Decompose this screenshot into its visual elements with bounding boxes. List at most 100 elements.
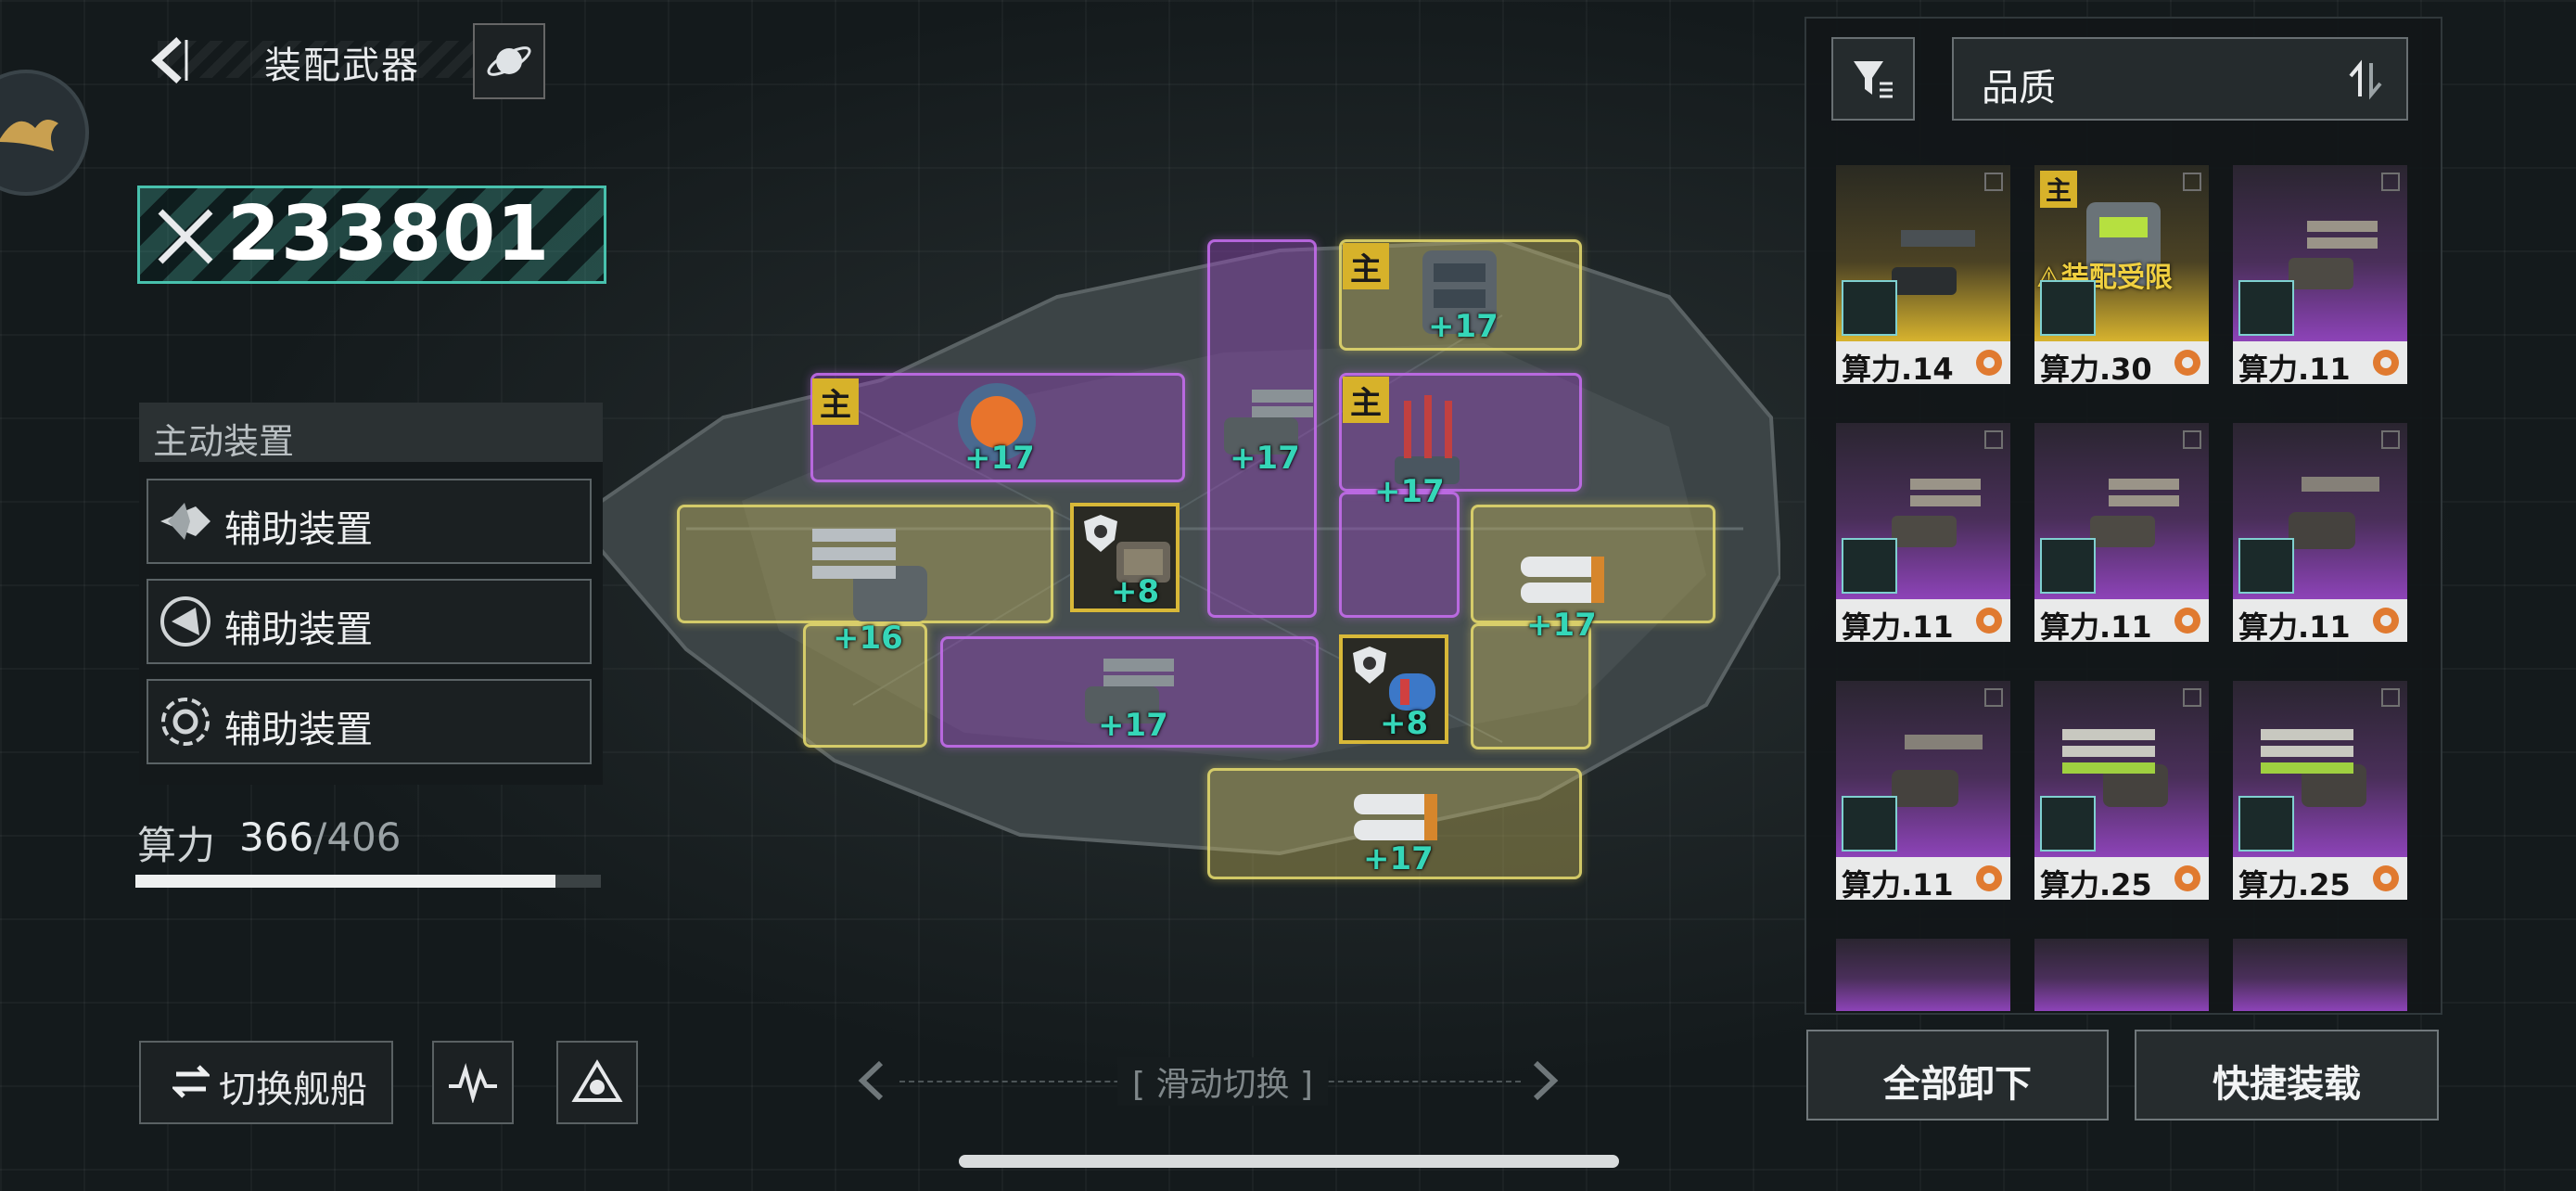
card-select-box (2183, 430, 2201, 449)
weapon-card-cost: 算力.11 (2238, 352, 2351, 387)
filter-button[interactable] (1831, 37, 1915, 121)
gatling-cannon-icon (812, 529, 927, 621)
weapon-card-footer: 算力.25 (2034, 857, 2209, 903)
planet-icon (487, 46, 531, 76)
aux-device-label: 辅助装置 (224, 709, 373, 751)
arrow-type-icon (2040, 796, 2096, 852)
weapon-card-cost: 算力.11 (1842, 609, 1954, 645)
slot-level: +8 (1380, 705, 1429, 742)
quick-equip-button[interactable]: 快捷装载 (2135, 1030, 2439, 1121)
card-select-box (2381, 430, 2400, 449)
sort-dropdown[interactable]: 品质 (1952, 37, 2408, 121)
aux-device-slot-2[interactable]: 辅助装置 (147, 579, 592, 664)
unload-all-button[interactable]: 全部卸下 (1806, 1030, 2109, 1121)
card-select-box (2183, 688, 2201, 707)
slot-level: +8 (1111, 573, 1160, 610)
shield-icon (1353, 647, 1386, 684)
target-ring-icon (158, 694, 213, 749)
page-title: 装配武器 (264, 45, 420, 87)
weapon-card-image (2034, 681, 2209, 857)
crossed-swords-icon (158, 209, 213, 264)
fleet-formation-button[interactable] (432, 1041, 514, 1124)
weapon-card[interactable]: 算力.11 (1836, 423, 2010, 645)
chevron-right-icon[interactable] (1528, 1059, 1562, 1102)
aux-device-slot-1[interactable]: 辅助装置 (147, 479, 592, 564)
chevron-left-icon[interactable] (855, 1059, 888, 1102)
arrow-type-icon (2238, 538, 2294, 594)
title-strip (158, 41, 473, 78)
commander-avatar[interactable] (0, 70, 89, 196)
weapon-card-footer: 算力.25 (2233, 857, 2407, 903)
weapon-card-footer: 算力.11 (2034, 599, 2209, 645)
weapon-card-partial[interactable] (1836, 939, 2010, 1011)
combat-power-value: 233801 (227, 190, 551, 278)
gear-icon (2373, 865, 2399, 891)
combat-power-box (137, 186, 606, 284)
compute-value: 366/406 (239, 814, 402, 860)
slot-level: +17 (1526, 607, 1597, 644)
railgun-turret-icon (2289, 221, 2378, 289)
card-select-box (2381, 173, 2400, 191)
lightning-type-icon (2040, 280, 2096, 336)
weapon-card[interactable]: 算力.11 (2233, 165, 2407, 387)
switch-ship-label: 切换舰船 (219, 1069, 367, 1111)
gatling-cannon-icon (2062, 729, 2168, 807)
swap-arrows-icon (172, 1065, 210, 1098)
lightning-type-icon (1842, 280, 1897, 336)
weapon-card-cost: 算力.25 (2040, 867, 2152, 903)
gatling-cannon-icon (2261, 729, 2366, 807)
slide-switch-hint: [ 滑动切换 ] (1117, 1057, 1328, 1106)
fighter-jet-icon (158, 493, 213, 549)
weapon-card[interactable]: 主 ⚠装配受限 算力.30 (2034, 165, 2209, 387)
weapon-card[interactable]: 算力.25 (2034, 681, 2209, 903)
main-weapon-badge: 主 (1343, 377, 1389, 423)
weapon-card-footer: 算力.11 (1836, 599, 2010, 645)
triad-emblem-icon (571, 1059, 623, 1102)
switch-ship-button[interactable]: 切换舰船 (139, 1041, 393, 1124)
railgun-turret-icon (1224, 390, 1313, 455)
slot-level: +17 (1363, 840, 1434, 877)
main-weapon-badge: 主 (812, 378, 859, 425)
weapon-card[interactable]: 算力.11 (2034, 423, 2209, 645)
armor-module-slot[interactable]: +8 (1070, 503, 1180, 612)
compute-max: /406 (313, 814, 402, 860)
railgun-turret-icon (2090, 479, 2179, 547)
weapon-card-cost: 算力.30 (2040, 352, 2152, 387)
aux-device-slot-3[interactable]: 辅助装置 (147, 679, 592, 764)
plasma-orb-icon (958, 383, 1036, 461)
fleet-emblem-button[interactable] (556, 1041, 638, 1124)
weapon-card[interactable]: 算力.11 (1836, 681, 2010, 903)
quick-equip-label: 快捷装载 (2213, 1063, 2361, 1106)
compute-used: 366 (239, 814, 314, 860)
weapon-card-footer: 算力.14 (1836, 341, 2010, 387)
weapon-card-footer: 算力.11 (1836, 857, 2010, 903)
weapon-slot-big-left-stem[interactable] (803, 623, 927, 748)
shield-icon (1084, 515, 1117, 552)
weapon-slot-mid-right-stem[interactable] (1339, 492, 1460, 618)
weapon-card[interactable]: 算力.14 (1836, 165, 2010, 387)
sort-order-icon (2349, 59, 2382, 100)
arrow-type-icon (1842, 538, 1897, 594)
gear-icon (2174, 350, 2200, 376)
weapon-slot-right-yellow-stem[interactable] (1471, 623, 1591, 749)
active-device-header (139, 403, 603, 462)
aux-device-label: 辅助装置 (224, 608, 373, 651)
railgun-turret-icon (1085, 659, 1174, 724)
weapon-card-partial[interactable] (2034, 939, 2209, 1011)
energy-module-slot[interactable]: +8 (1339, 634, 1448, 744)
weapon-card-image (2233, 939, 2407, 1011)
weapon-card-cost: 算力.11 (2040, 609, 2152, 645)
weapon-card[interactable]: 算力.25 (2233, 681, 2407, 903)
gear-icon (1976, 865, 2002, 891)
railgun-turret-icon (1892, 479, 1981, 547)
weapon-card-cost: 算力.14 (1842, 352, 1954, 387)
armor-plate-icon (1116, 542, 1170, 583)
back-button[interactable] (139, 28, 195, 93)
sort-label: 品质 (1982, 67, 2056, 109)
gear-icon (2174, 865, 2200, 891)
card-select-box (1984, 430, 2003, 449)
planet-button[interactable] (473, 23, 545, 99)
weapon-card[interactable]: 算力.11 (2233, 423, 2407, 645)
weapon-card-partial[interactable] (2233, 939, 2407, 1011)
slot-level: +17 (1428, 308, 1498, 345)
